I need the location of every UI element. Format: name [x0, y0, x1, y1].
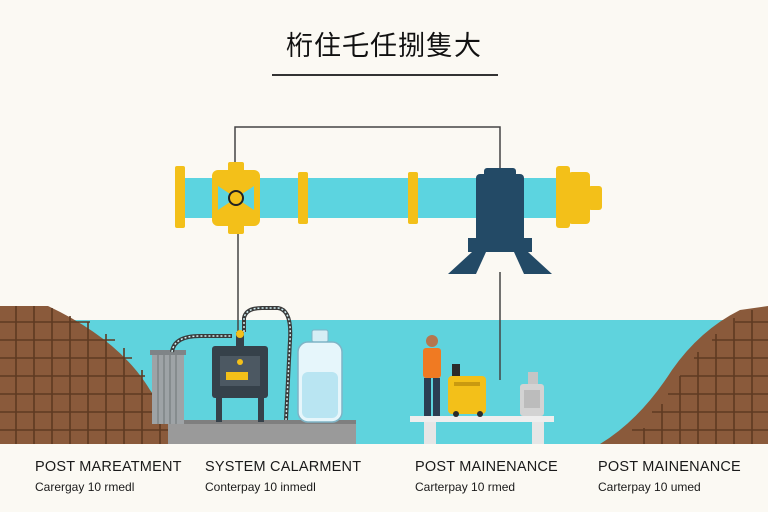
pump-unit [448, 168, 552, 274]
right-earth-bank [600, 306, 768, 444]
label-post-maintenance-1-detail: Carterpay 10 rmed [415, 480, 516, 494]
label-post-maintenance-1-heading: POST MAINENANCE [415, 459, 558, 475]
connector-lines [234, 126, 501, 380]
service-cart [448, 364, 486, 417]
equipment-platform [168, 422, 356, 444]
pipe-valve [212, 162, 260, 234]
label-post-treatment-heading: POST MAREATMENT [35, 459, 182, 475]
control-cabinet [212, 330, 268, 422]
test-device [520, 372, 544, 416]
maintenance-platform [410, 416, 554, 444]
pipe-end-cap [556, 166, 602, 228]
worker-figure [423, 335, 441, 416]
diagram-title: 桁住乇任捌隻大 [286, 31, 482, 62]
label-system-calarment-heading: SYSTEM CALARMENT [205, 459, 362, 475]
water-jug [297, 329, 343, 423]
label-post-maintenance-2-detail: Carterpay 10 umed [598, 480, 701, 494]
label-system-calarment-detail: Conterpay 10 inmedl [205, 480, 316, 494]
label-post-maintenance-2-heading: POST MAINENANCE [598, 459, 741, 475]
label-post-treatment-detail: Carergay 10 rmedl [35, 480, 135, 494]
title-underline [272, 74, 498, 76]
pipe-flanges [175, 166, 418, 228]
storage-tank [150, 350, 186, 424]
